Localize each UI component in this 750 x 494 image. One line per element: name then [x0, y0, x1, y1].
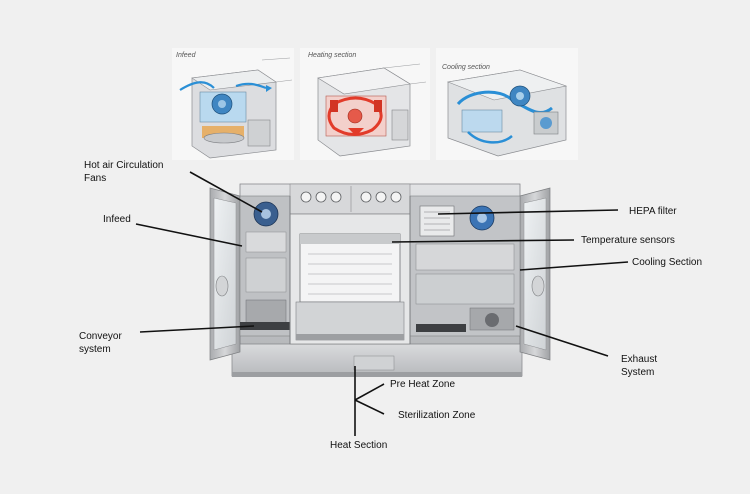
- label-conveyor-line2: system: [79, 344, 111, 355]
- label-exhaust-line1: Exhaust: [621, 354, 658, 365]
- thumbnail-title-cooling: Cooling section: [442, 64, 490, 71]
- pointer-lines: [135, 171, 629, 436]
- thumbnail-heating-section: [300, 48, 430, 160]
- label-temperature-sensors: Temperature sensors: [581, 235, 675, 246]
- pointer-temperature-sensors: [391, 239, 575, 243]
- label-infeed: Infeed: [103, 214, 131, 225]
- pointer-exhaust: [515, 325, 609, 357]
- label-hot-air-fans-line2: Fans: [84, 173, 107, 184]
- sterilizing-tunnel-machine: [209, 183, 551, 377]
- pointer-sterilization: [354, 399, 385, 415]
- label-cooling-section: Cooling Section: [632, 257, 703, 268]
- thumbnail-infeed: [172, 48, 294, 160]
- pointer-hepa: [437, 209, 619, 215]
- pointer-pre-heat: [354, 383, 385, 401]
- label-hot-air-fans-line1: Hot air Circulation: [84, 160, 164, 171]
- pointer-hot-air-fans: [189, 171, 263, 213]
- pointer-conveyor: [139, 325, 255, 333]
- pointer-infeed: [135, 223, 243, 247]
- label-hepa-filter: HEPA filter: [629, 206, 677, 217]
- thumbnail-title-infeed: Infeed: [176, 52, 196, 59]
- label-pre-heat-zone: Pre Heat Zone: [390, 379, 456, 390]
- label-conveyor-line1: Conveyor: [79, 331, 122, 342]
- pointer-cooling-section: [519, 261, 629, 271]
- label-sterilization-zone: Sterilization Zone: [398, 410, 476, 421]
- label-exhaust-line2: System: [621, 367, 655, 378]
- thumbnail-title-heating: Heating section: [308, 52, 357, 59]
- label-heat-section: Heat Section: [330, 440, 388, 451]
- thumbnail-cooling-section: [436, 48, 578, 160]
